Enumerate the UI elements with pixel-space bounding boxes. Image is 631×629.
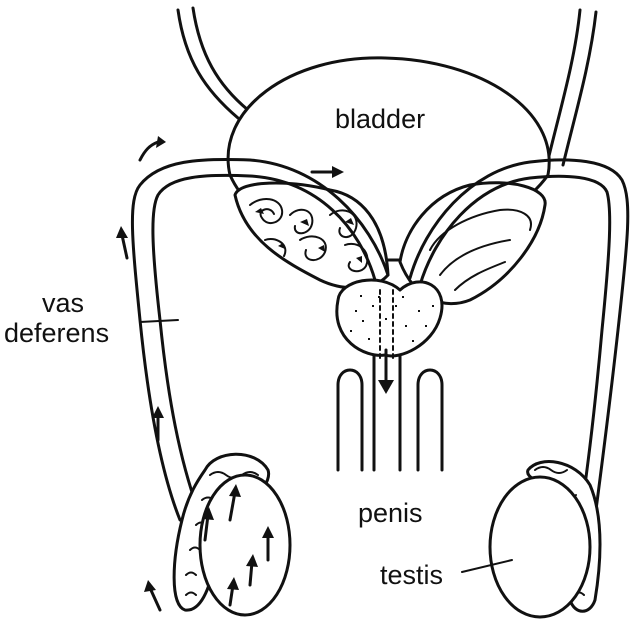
vas-deferens-label-line1: vas [42, 290, 84, 317]
penis-right-body [418, 370, 442, 470]
penis-label: penis [358, 500, 423, 527]
left-ureter [178, 10, 238, 118]
vas-deferens-leader-line [140, 320, 178, 322]
flow-arrow-upper [122, 235, 127, 258]
right-ureter-inner [563, 12, 596, 165]
left-ureter-inner [193, 8, 248, 110]
prostate [337, 280, 442, 356]
flow-arrow-upper-head [116, 226, 128, 238]
right-testis [490, 477, 590, 617]
testis-label: testis [380, 562, 443, 589]
flow-arrow-bottom [150, 588, 160, 610]
left-testis [200, 475, 290, 615]
flow-arrow-top-head [156, 136, 166, 148]
vas-deferens-label-line2: deferens [4, 320, 109, 347]
penis-left-body [338, 370, 362, 470]
flow-arrow-top [140, 142, 158, 160]
urethra-arrowhead [378, 380, 394, 394]
flow-arrow-middle-head [152, 406, 164, 418]
right-ureter [548, 10, 580, 160]
flow-arrow-bottom-head [144, 580, 156, 592]
bladder-label: bladder [335, 106, 425, 133]
